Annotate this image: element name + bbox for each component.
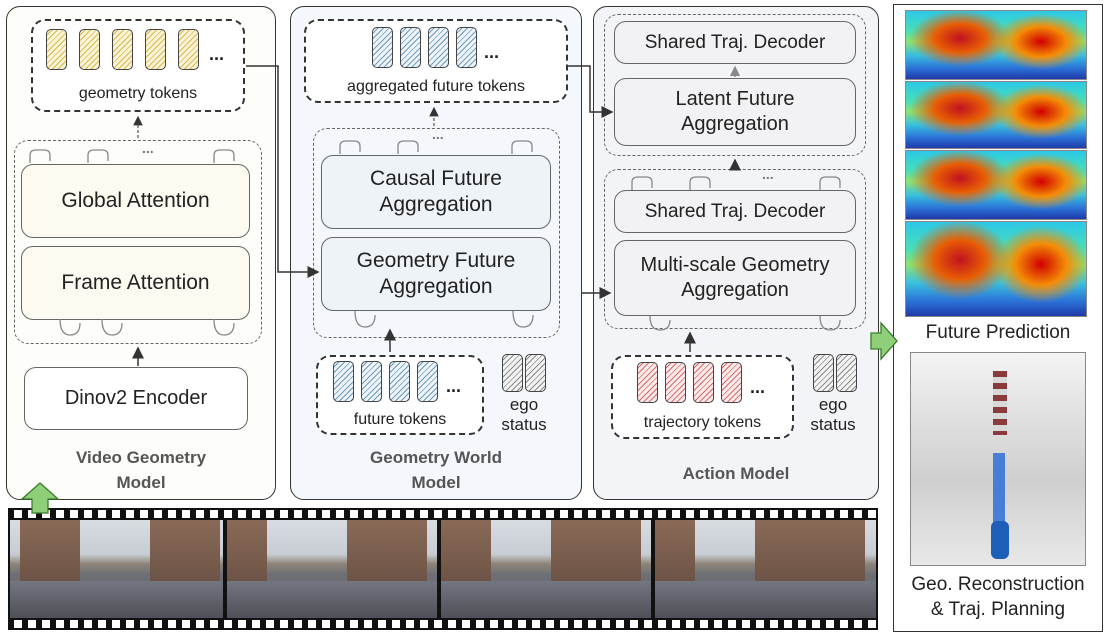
geometry-token <box>112 29 133 70</box>
future-token <box>417 361 438 402</box>
aggregated-tokens-label: aggregated future tokens <box>347 78 525 95</box>
aggregated-future-token <box>456 27 477 68</box>
future-token <box>333 361 354 402</box>
frame-attention-block: Frame Attention <box>21 246 250 320</box>
geometry-world-title: Geometry World Model <box>290 446 582 495</box>
geometry-token <box>79 29 100 70</box>
action-ego-status-line2: status <box>810 414 856 434</box>
causal-future-label-line2: Aggregation <box>379 193 493 216</box>
ego-status-token <box>525 354 546 392</box>
depth-prediction-frame <box>905 10 1087 80</box>
multiscale-geometry-aggregation-block: Multi-scale Geometry Aggregation <box>614 240 856 316</box>
ego-status-token <box>502 354 523 392</box>
ego-vehicle <box>991 521 1009 559</box>
trajectory-path <box>993 453 1005 543</box>
reconstruction-label-line1: Geo. Reconstruction <box>911 574 1085 595</box>
reconstruction-label-line2: & Traj. Planning <box>930 598 1066 620</box>
multiscale-loop-dots: ... <box>762 166 774 182</box>
global-attention-label: Global Attention <box>61 188 210 212</box>
video-geometry-title: Video Geometry Model <box>6 446 276 495</box>
ego-status-token <box>836 354 857 392</box>
future-loop-dots: ... <box>432 126 444 142</box>
parked-cars <box>993 371 1007 435</box>
trajectory-token <box>721 362 742 403</box>
shared-traj-decoder-mid-label: Shared Traj. Decoder <box>644 200 826 222</box>
geometry-future-label-line1: Geometry Future <box>356 248 516 272</box>
ego-status-label: ego status <box>494 395 554 434</box>
action-ego-status-label: ego status <box>803 395 863 434</box>
depth-prediction-frame <box>905 150 1087 220</box>
future-prediction-label: Future Prediction <box>925 322 1071 343</box>
trajectory-tokens-ellipsis: ... <box>750 377 766 397</box>
geometry-tokens-label: geometry tokens <box>78 85 198 102</box>
future-tokens-ellipsis: ... <box>446 376 462 396</box>
multiscale-label-line2: Aggregation <box>681 279 789 301</box>
attention-loop-dots: ... <box>142 140 154 156</box>
video-frame <box>441 520 651 618</box>
action-model-title-line: Action Model <box>682 464 790 483</box>
geometry-tokens-ellipsis: ... <box>209 44 225 64</box>
geometry-world-title-line2: Model <box>411 472 461 492</box>
frame-attention-label: Frame Attention <box>61 270 210 294</box>
future-token <box>361 361 382 402</box>
dinov2-encoder-block: Dinov2 Encoder <box>24 367 248 430</box>
action-ego-status-line1: ego <box>818 395 848 414</box>
geometry-future-label-line2: Aggregation <box>379 275 493 298</box>
action-model-title: Action Model <box>593 462 879 487</box>
geometry-token <box>178 29 199 70</box>
future-tokens-label: future tokens <box>353 411 447 428</box>
trajectory-tokens-label: trajectory tokens <box>643 414 762 431</box>
reconstruction-label: Geo. Reconstruction & Traj. Planning <box>893 573 1103 622</box>
video-frame <box>10 520 223 618</box>
geometry-world-title-line1: Geometry World <box>370 448 502 467</box>
depth-prediction-frame <box>905 221 1087 317</box>
shared-traj-decoder-top-block: Shared Traj. Decoder <box>614 21 856 64</box>
latent-future-aggregation-block: Latent Future Aggregation <box>614 78 856 146</box>
depth-prediction-frame <box>905 81 1087 149</box>
dinov2-encoder-label: Dinov2 Encoder <box>64 387 208 409</box>
geometry-future-aggregation-block: Geometry Future Aggregation <box>321 237 551 311</box>
shared-traj-decoder-top-label: Shared Traj. Decoder <box>644 31 826 53</box>
video-geometry-title-line1: Video Geometry <box>75 448 207 467</box>
film-perforation-top <box>8 510 878 518</box>
ego-status-line1: ego <box>509 395 539 414</box>
video-geometry-title-line2: Model <box>116 472 166 492</box>
ego-status-token <box>813 354 834 392</box>
trajectory-token <box>693 362 714 403</box>
aggregated-future-token <box>428 27 449 68</box>
input-video-filmstrip <box>8 508 878 630</box>
latent-future-label-line2: Aggregation <box>681 113 789 135</box>
ego-status-line2: status <box>501 414 547 434</box>
multiscale-label-line1: Multi-scale Geometry <box>640 254 830 276</box>
causal-future-aggregation-block: Causal Future Aggregation <box>321 155 551 229</box>
latent-future-label-line1: Latent Future <box>675 88 795 110</box>
output-panel <box>893 4 1103 632</box>
geometry-token <box>145 29 166 70</box>
trajectory-token <box>637 362 658 403</box>
future-token <box>389 361 410 402</box>
film-perforation-bottom <box>8 620 878 628</box>
video-frame <box>655 520 876 618</box>
aggregated-future-token <box>400 27 421 68</box>
global-attention-block: Global Attention <box>21 164 250 238</box>
trajectory-token <box>665 362 686 403</box>
aggregated-tokens-ellipsis: ... <box>484 42 500 62</box>
aggregated-future-token <box>372 27 393 68</box>
shared-traj-decoder-mid-block: Shared Traj. Decoder <box>614 190 856 233</box>
reconstruction-image <box>910 352 1086 566</box>
geometry-token <box>46 29 67 70</box>
causal-future-label-line1: Causal Future <box>370 166 502 190</box>
video-frame <box>227 520 437 618</box>
